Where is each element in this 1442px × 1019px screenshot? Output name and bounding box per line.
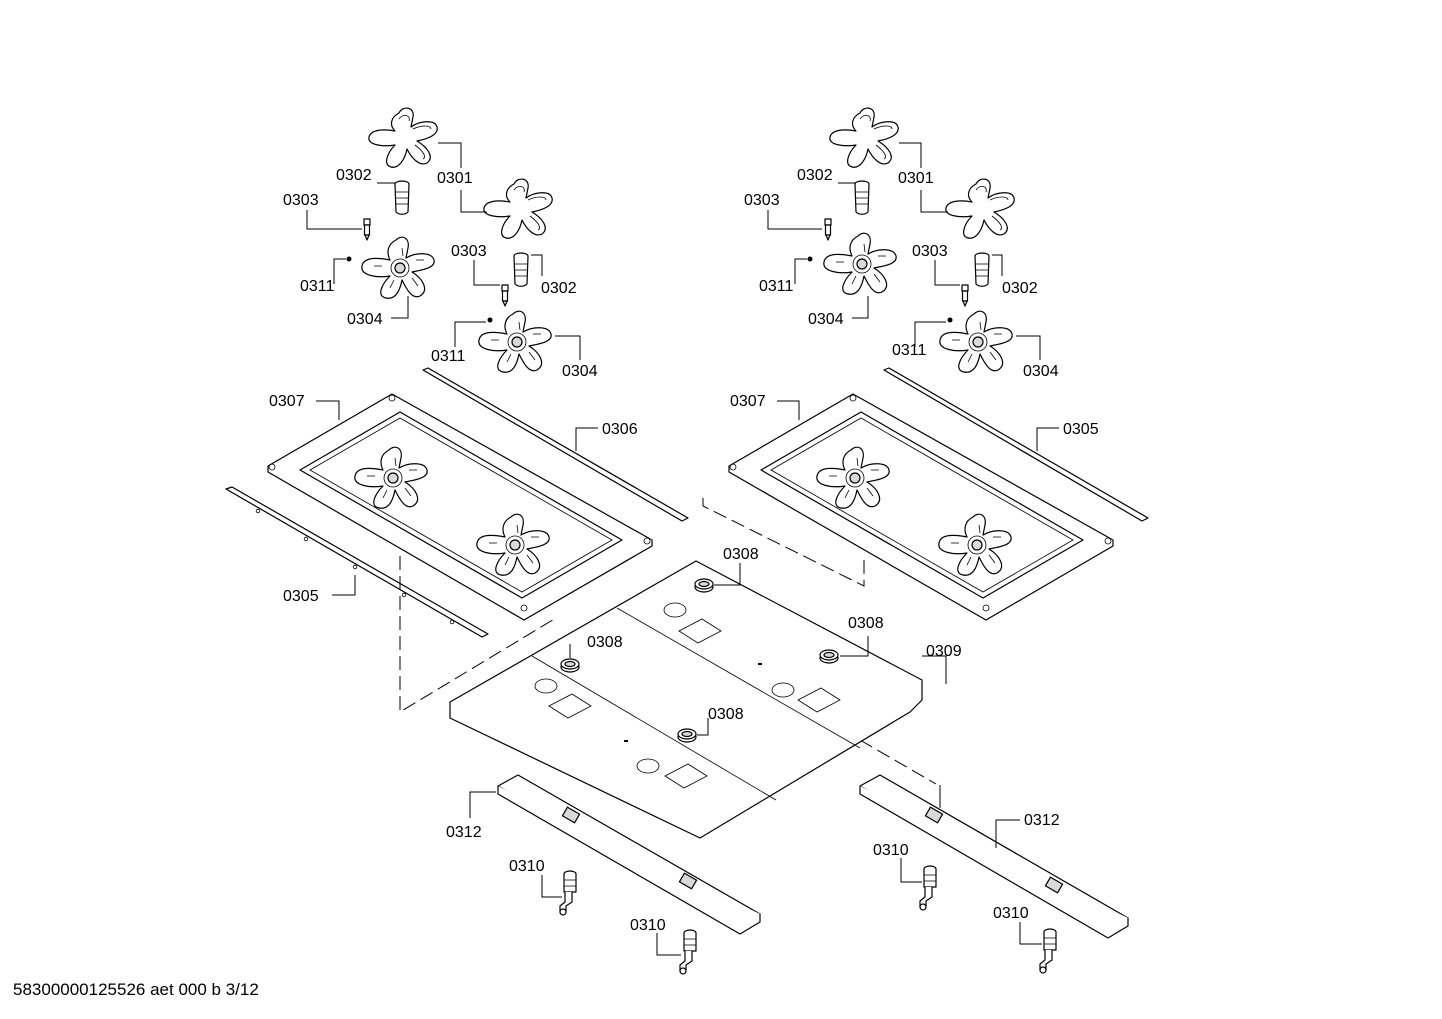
callout-0304: 0304: [347, 311, 383, 328]
burner-base-0304: [823, 232, 897, 295]
valve-0310: [1039, 928, 1057, 974]
callout-0311: 0311: [300, 278, 335, 295]
left-burner-tray-0307: [267, 393, 653, 621]
ring-0311: [346, 256, 352, 262]
grommet-0308: [694, 578, 714, 593]
ring-0311: [947, 317, 953, 323]
callout-0302: 0302: [797, 167, 833, 184]
callout-0308: 0308: [848, 615, 884, 632]
rail-0306: [422, 367, 689, 522]
injector-0303: [961, 284, 969, 307]
callout-0311: 0311: [431, 348, 466, 365]
callout-0303: 0303: [283, 192, 319, 209]
callout-0305: 0305: [283, 588, 319, 605]
burner-cap-0301: [483, 178, 553, 239]
callout-0303: 0303: [744, 192, 780, 209]
callout-0310: 0310: [630, 917, 666, 934]
callout-0310: 0310: [993, 905, 1029, 922]
grommet-0308: [819, 649, 839, 664]
callout-0307: 0307: [269, 393, 305, 410]
callout-0308: 0308: [708, 706, 744, 723]
manifold-0312-right: [859, 774, 1129, 939]
callout-0303: 0303: [451, 243, 487, 260]
callout-0305: 0305: [1063, 421, 1099, 438]
burner-tube-0302: [854, 180, 870, 215]
burner-cap-0301: [368, 107, 438, 168]
valve-0310: [559, 870, 577, 916]
valve-0310: [679, 929, 697, 975]
callout-0309: 0309: [926, 643, 962, 660]
callout-0310: 0310: [509, 858, 545, 875]
callout-0304: 0304: [1023, 363, 1059, 380]
callout-0301: 0301: [898, 170, 934, 187]
rail-0305: [225, 486, 489, 638]
manifold-0312-left: [497, 774, 761, 935]
valve-0310: [919, 865, 937, 911]
callout-0306: 0306: [602, 421, 638, 438]
callout-0312: 0312: [446, 824, 482, 841]
callout-0312: 0312: [1024, 812, 1060, 829]
right-burner-group: [767, 107, 1041, 373]
injector-0303: [363, 218, 371, 241]
callout-0302: 0302: [541, 280, 577, 297]
callout-0311: 0311: [892, 342, 927, 359]
grommet-0308: [677, 728, 697, 743]
burner-cap-0301: [829, 107, 899, 168]
callout-0307: 0307: [730, 393, 766, 410]
callout-0308: 0308: [587, 634, 623, 651]
document-id-footer: 58300000125526 aet 000 b 3/12: [13, 980, 259, 999]
callout-0302: 0302: [336, 167, 372, 184]
left-burner-group: [306, 107, 581, 373]
callout-0303: 0303: [912, 243, 948, 260]
grommet-0308: [560, 658, 580, 673]
ring-0311: [807, 256, 813, 262]
burner-tube-0302: [513, 252, 529, 287]
bottom-plate-0309: [449, 560, 923, 839]
burner-cap-0301: [945, 178, 1015, 239]
injector-0303: [824, 218, 832, 241]
callout-labels: 0301 0302 0303 0311 0304 0303 0302 0311 …: [269, 167, 1099, 934]
callout-0304: 0304: [562, 363, 598, 380]
callout-0310: 0310: [873, 842, 909, 859]
burner-base-0304: [361, 236, 435, 299]
callout-0304: 0304: [808, 311, 844, 328]
callout-0302: 0302: [1002, 280, 1038, 297]
callout-0311: 0311: [759, 278, 794, 295]
callout-0301: 0301: [437, 170, 473, 187]
burner-tube-0302: [974, 252, 990, 287]
right-burner-tray-0307: [728, 393, 1114, 621]
rail-0305: [883, 367, 1149, 522]
callout-0308: 0308: [723, 546, 759, 563]
burner-tube-0302: [394, 180, 410, 215]
ring-0311: [487, 317, 493, 323]
injector-0303: [501, 284, 509, 307]
